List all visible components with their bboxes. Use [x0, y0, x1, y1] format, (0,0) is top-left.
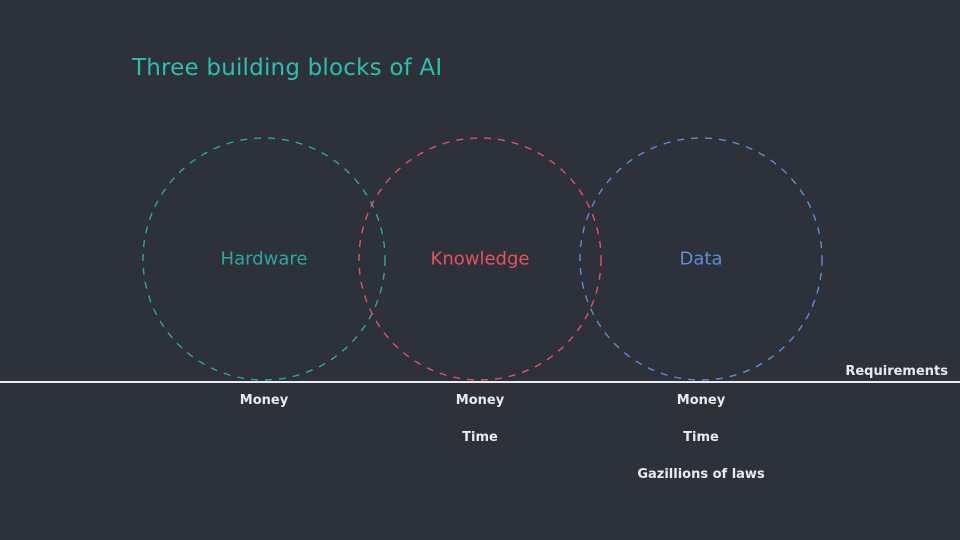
venn-label-hardware: Hardware — [220, 248, 308, 270]
horizontal-divider — [0, 381, 960, 383]
requirement-item: Money — [676, 393, 726, 408]
requirement-item: Money — [455, 393, 505, 408]
requirements-column: Money — [144, 382, 384, 419]
requirement-item: Money — [239, 393, 289, 408]
venn-label-data: Data — [679, 248, 723, 270]
requirement-item: Gazillions of laws — [637, 467, 765, 482]
requirement-item: Time — [462, 430, 498, 445]
venn-circle-data — [579, 137, 823, 381]
page-title: Three building blocks of AI — [132, 55, 443, 81]
venn-circle-hardware — [142, 137, 386, 381]
requirements-heading: Requirements — [845, 364, 948, 379]
requirement-item: Time — [683, 430, 719, 445]
venn-circle-knowledge — [358, 137, 602, 381]
venn-label-knowledge: Knowledge — [430, 248, 530, 270]
venn-diagram: Hardware Knowledge Data — [142, 137, 823, 381]
venn-circles-svg — [142, 137, 823, 381]
